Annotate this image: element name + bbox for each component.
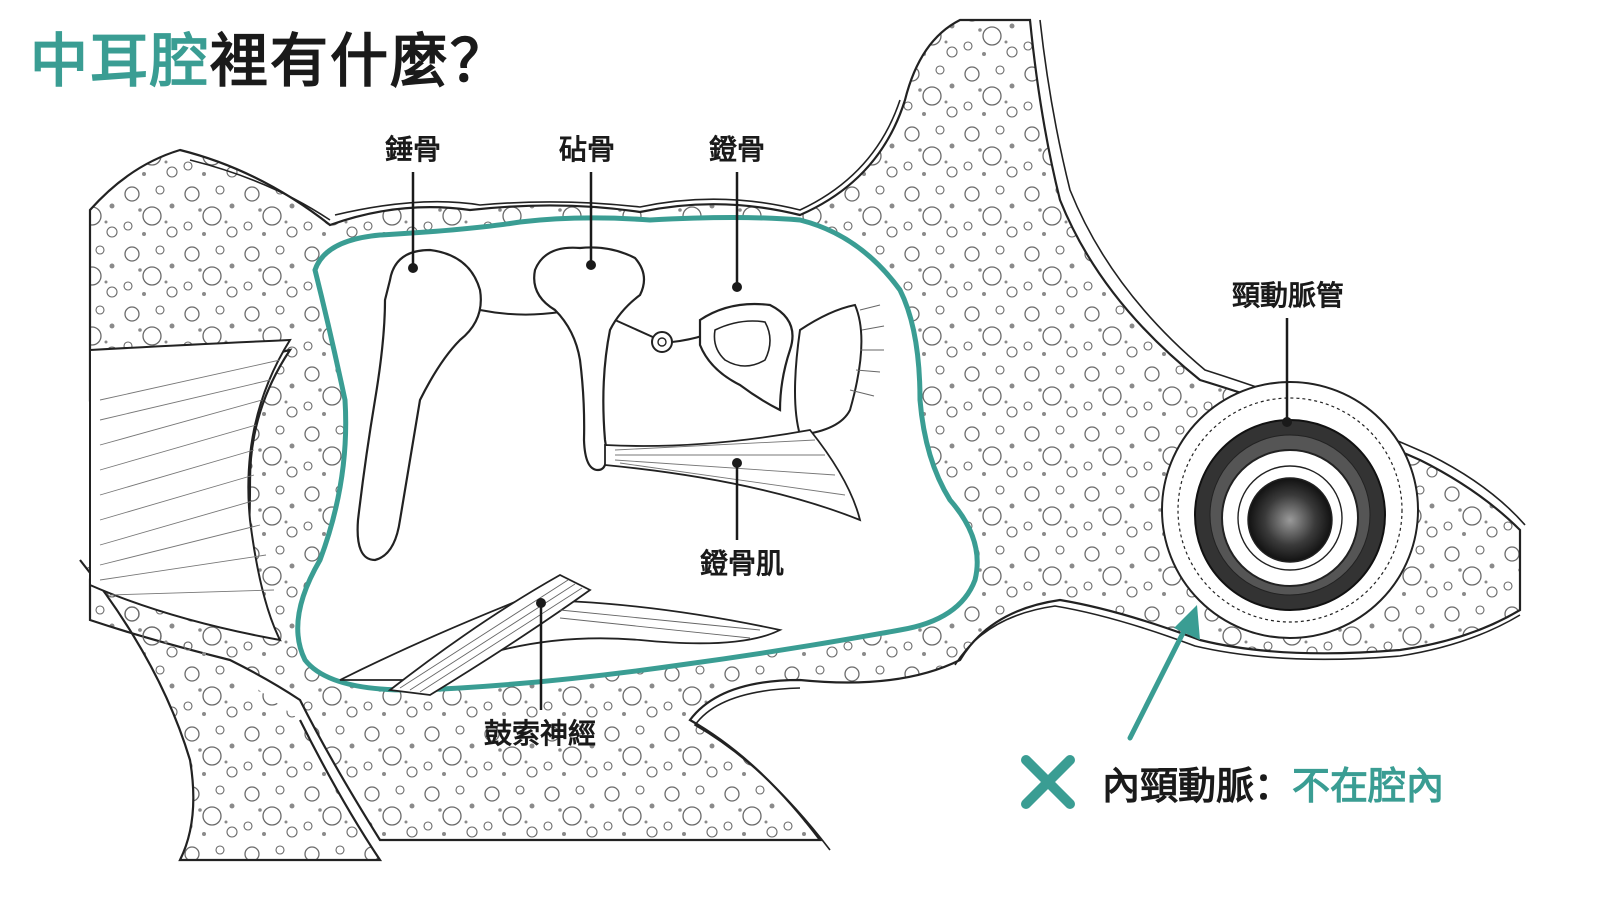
cross-icon [1021, 755, 1075, 809]
stapes [671, 302, 885, 437]
tympanic-membrane [89, 338, 292, 642]
note-subject: 內頸動脈： [1102, 763, 1293, 808]
note-text: 內頸動脈：不在腔內 [1102, 755, 1444, 810]
label-stapes: 鐙骨 [709, 133, 766, 166]
label-chorda-tympani: 鼓索神經 [484, 717, 597, 750]
label-incus: 砧骨 [559, 133, 616, 166]
incus [533, 246, 673, 472]
pointer-arrow [1127, 605, 1200, 741]
stapedius-muscle [604, 429, 862, 522]
page-title: 中耳腔裡有什麼？ [30, 14, 510, 98]
title-highlight: 中耳腔 [30, 27, 211, 95]
leader-lines [411, 172, 1289, 710]
title-rest: 裡有什麼？ [210, 27, 511, 95]
bony-walls [189, 19, 1526, 851]
label-stapedius: 鐙骨肌 [700, 547, 785, 580]
label-malleus: 錘骨 [385, 133, 442, 166]
label-carotid-canal: 頸動脈管 [1232, 279, 1345, 312]
leader-dots [408, 260, 1292, 608]
malleus [356, 248, 561, 562]
carotid-note: 內頸動脈：不在腔內 [1018, 752, 1444, 812]
note-verdict: 不在腔內 [1292, 763, 1445, 808]
carotid-canal [1161, 381, 1419, 639]
